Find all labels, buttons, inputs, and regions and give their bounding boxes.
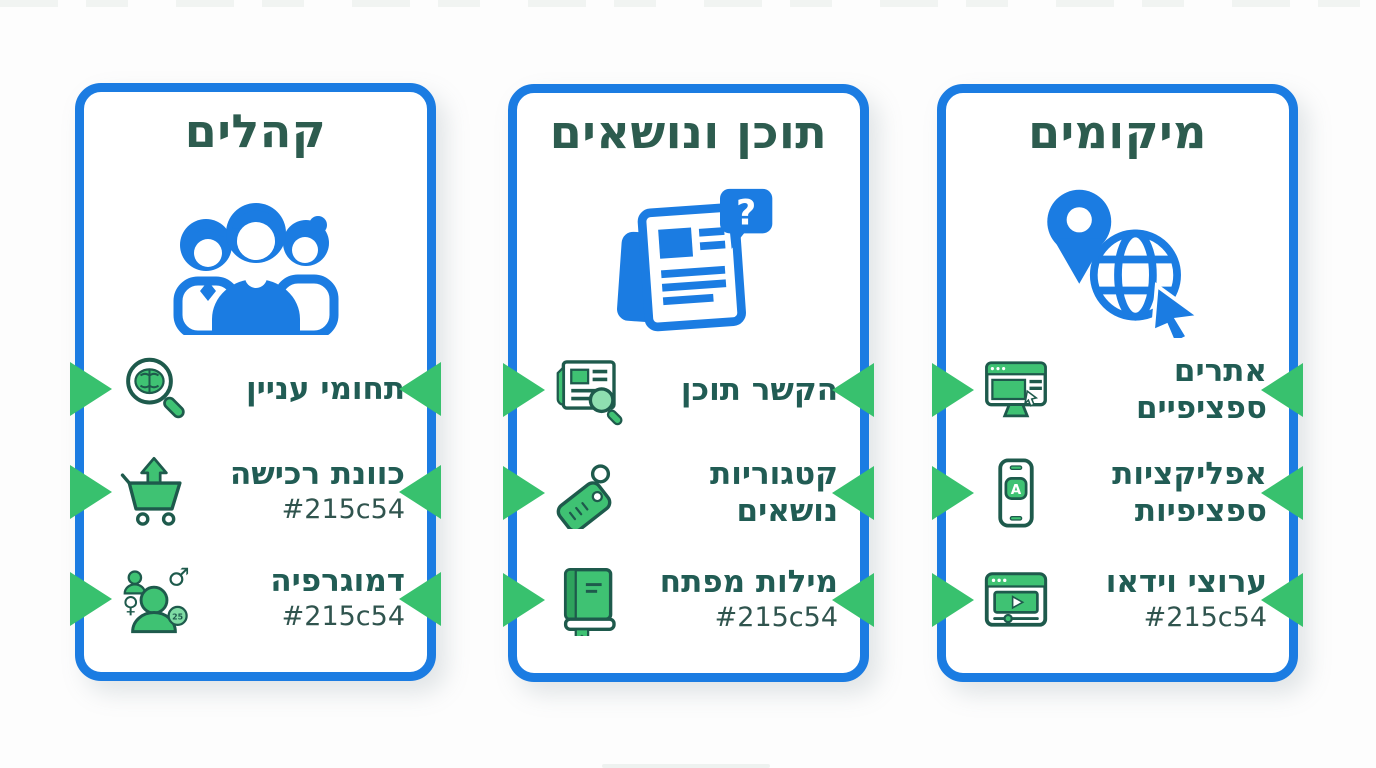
demographics-icon: ♂ ♀ 25 xyxy=(112,555,196,643)
arrow-right-icon xyxy=(503,363,545,417)
arrow-right-icon xyxy=(932,363,974,417)
card-audiences-title: קהלים xyxy=(184,104,327,158)
item-subtext: #215c54 xyxy=(281,601,405,633)
arrow-left-icon xyxy=(832,363,874,417)
brain-magnifier-icon xyxy=(112,345,196,433)
arrow-left-icon xyxy=(1261,573,1303,627)
arrow-right-icon xyxy=(503,573,545,627)
item-label: תחומי עניין xyxy=(245,370,405,407)
card-audiences: קהלים xyxy=(70,83,441,681)
monitor-browser-icon xyxy=(974,346,1058,434)
list-item: הקשר תוכן xyxy=(545,342,838,438)
list-item: תחומי עניין xyxy=(112,341,405,437)
svg-text:?: ? xyxy=(736,194,756,234)
newspaper-question-icon: ? xyxy=(517,183,860,338)
arrow-right-icon xyxy=(70,362,112,416)
list-item: קטגוריות נושאים xyxy=(545,445,838,541)
svg-text:A: A xyxy=(1011,482,1022,498)
item-label-line2: נושאים xyxy=(736,493,838,529)
arrow-left-icon xyxy=(399,572,441,626)
card-locations: מיקומים xyxy=(932,84,1303,682)
cart-up-arrow-icon xyxy=(112,448,196,536)
list-item: ערוצי וידאו #215c54 xyxy=(974,552,1267,648)
item-label: ערוצי וידאו xyxy=(1105,564,1267,601)
newspaper-magnifier-icon xyxy=(545,346,629,434)
map-pin-globe-cursor-icon xyxy=(946,183,1289,338)
card-content-topics-title: תוכן ונושאים xyxy=(549,105,828,159)
book-icon xyxy=(545,556,629,644)
list-item: מילות מפתח #215c54 xyxy=(545,552,838,648)
arrow-right-icon xyxy=(932,573,974,627)
arrow-right-icon xyxy=(70,572,112,626)
people-group-icon xyxy=(84,182,427,337)
item-label: אפליקציות xyxy=(1112,456,1267,493)
arrow-left-icon xyxy=(1261,363,1303,417)
arrow-right-icon xyxy=(932,466,974,520)
card-content-topics: תוכן ונושאים ? xyxy=(503,84,874,682)
item-subtext: #215c54 xyxy=(1143,602,1267,634)
arrow-left-icon xyxy=(399,465,441,519)
item-label-line2: ספציפיות xyxy=(1134,493,1267,529)
svg-text:♂: ♂ xyxy=(168,563,190,592)
smartphone-app-icon: A xyxy=(974,449,1058,537)
list-item: A אפליקציות ספציפיות xyxy=(974,445,1267,541)
item-label: אתרים xyxy=(1173,353,1267,390)
item-label: הקשר תוכן xyxy=(680,371,838,408)
arrow-left-icon xyxy=(832,573,874,627)
item-label: קטגוריות xyxy=(710,456,838,493)
item-label: כוונת רכישה xyxy=(229,456,405,493)
arrow-left-icon xyxy=(1261,466,1303,520)
arrow-left-icon xyxy=(832,466,874,520)
card-locations-title: מיקומים xyxy=(1028,105,1207,159)
list-item: כוונת רכישה #215c54 xyxy=(112,444,405,540)
video-player-icon xyxy=(974,556,1058,644)
item-label-line2: ספציפיים xyxy=(1135,390,1267,426)
item-subtext: #215c54 xyxy=(281,494,405,526)
arrow-right-icon xyxy=(70,465,112,519)
item-label: מילות מפתח xyxy=(659,564,838,601)
item-label: דמוגרפיה xyxy=(270,563,405,600)
list-item: ♂ ♀ 25 דמוגרפיה #215c54 xyxy=(112,551,405,647)
top-dashes-decoration xyxy=(0,0,1376,7)
bottom-dash-decoration xyxy=(602,764,770,768)
arrow-right-icon xyxy=(503,466,545,520)
item-subtext: #215c54 xyxy=(714,602,838,634)
list-item: אתרים ספציפיים xyxy=(974,342,1267,438)
svg-text:♀: ♀ xyxy=(123,593,139,619)
svg-text:25: 25 xyxy=(172,612,183,621)
tag-icon xyxy=(545,449,629,537)
arrow-left-icon xyxy=(399,362,441,416)
